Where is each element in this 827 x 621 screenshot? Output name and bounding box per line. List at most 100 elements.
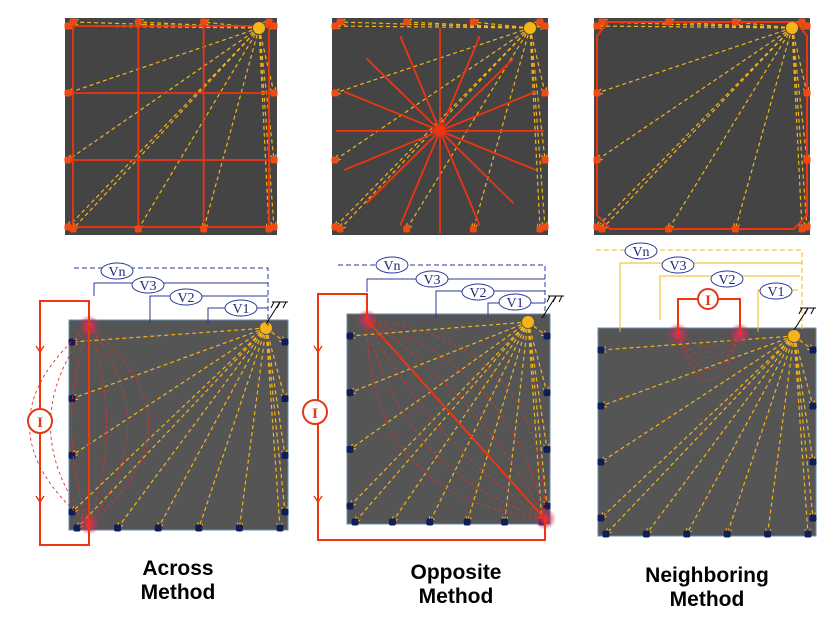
electrode-icon	[731, 18, 739, 26]
electrode-icon	[331, 156, 339, 164]
bottom-panel-neighboring	[597, 323, 817, 538]
measurement-line	[335, 27, 531, 160]
voltage-label-v2: V2	[718, 273, 735, 288]
electrode-icon	[64, 89, 72, 97]
ground-icon	[793, 307, 816, 331]
electrode-icon	[200, 225, 208, 233]
voltage-wire-v2	[659, 275, 800, 320]
electrode-icon	[469, 18, 477, 26]
arrow-down-icon	[313, 345, 323, 354]
measurement-line	[473, 22, 531, 29]
electrode-icon	[64, 223, 72, 231]
voltage-labels-across: Vn V3 V2 V1 I	[27, 262, 258, 434]
measurement-line	[527, 321, 547, 449]
caption-opposite: Opposite Method	[356, 561, 556, 609]
field-line	[29, 325, 90, 525]
electrode-icon	[541, 156, 549, 164]
reference-electrode-icon	[788, 330, 800, 342]
electrode-icon	[346, 332, 354, 340]
measurement-line	[669, 27, 793, 229]
top-panel-neighboring	[593, 18, 811, 235]
top-panel-across	[64, 18, 278, 235]
electrode-icon	[501, 518, 509, 526]
electrode-icon	[803, 89, 811, 97]
measurement-line	[529, 27, 545, 227]
reference-electrode-icon	[253, 22, 265, 34]
measurement-line	[335, 27, 531, 93]
measurement-line	[392, 321, 529, 522]
electrode-icon	[764, 530, 772, 538]
electrode-icon	[114, 524, 122, 532]
electrode-icon	[809, 402, 817, 410]
voltage-wire-v3	[619, 262, 802, 332]
measurement-line	[597, 27, 793, 93]
measurement-line	[601, 335, 795, 462]
voltage-wire-vn	[74, 267, 269, 326]
electrode-icon	[134, 225, 142, 233]
field-line	[677, 333, 741, 381]
electrode-icon	[351, 518, 359, 526]
electrode-icon	[803, 156, 811, 164]
voltage-labels-opposite: Vn V3 V2 V1 I	[302, 256, 532, 425]
arrow-down-icon	[313, 495, 323, 504]
voltage-labels-neighboring: Vn V3 V2 V1 I	[624, 242, 793, 310]
voltage-label-v1: V1	[232, 302, 249, 317]
measurement-line	[68, 27, 260, 227]
caption-line-2: Method	[418, 585, 494, 608]
electrode-icon	[281, 338, 289, 346]
electrode-icon	[597, 346, 605, 354]
measurement-line	[407, 27, 531, 229]
caption-neighboring: Neighboring Method	[607, 564, 807, 612]
reference-electrode-icon	[524, 22, 536, 34]
electrode-icon	[346, 389, 354, 397]
caption-line-2: Method	[140, 581, 216, 604]
electrode-icon	[731, 225, 739, 233]
measurement-line	[350, 321, 529, 506]
measurement-line	[793, 335, 808, 534]
ground-icon	[265, 301, 288, 325]
measurement-line	[258, 27, 274, 160]
electrode-icon	[331, 223, 339, 231]
electrode-icon	[68, 508, 76, 516]
caption-line-1: Opposite	[410, 561, 502, 584]
measurement-line	[687, 335, 795, 534]
electrode-icon	[265, 18, 273, 26]
measurement-line	[68, 26, 260, 28]
measurement-line	[646, 335, 795, 534]
electrode-icon	[804, 530, 812, 538]
voltage-wire-v3	[93, 282, 268, 296]
voltage-label-v3: V3	[139, 279, 156, 294]
measurement-line	[350, 321, 529, 393]
voltage-label-v1: V1	[767, 285, 784, 300]
measurement-line	[138, 22, 260, 29]
measurement-line	[601, 335, 795, 350]
field-line	[366, 319, 546, 520]
electrode-icon	[336, 18, 344, 26]
electrode-icon	[543, 389, 551, 397]
measurement-line	[68, 27, 260, 160]
measurement-line	[529, 27, 540, 229]
field-line	[366, 319, 546, 520]
measurement-line	[793, 335, 813, 406]
electrode-icon	[665, 225, 673, 233]
measurement-line	[72, 327, 267, 455]
field-line	[88, 325, 128, 525]
voltage-wire-vn	[596, 249, 803, 332]
reference-electrode-icon	[522, 316, 534, 328]
electrode-icon	[426, 518, 434, 526]
electrode-icon	[723, 530, 731, 538]
current-label: I	[312, 406, 318, 422]
caption-line-2: Method	[669, 588, 745, 611]
field-line	[677, 333, 741, 347]
measurement-line	[335, 27, 531, 227]
measurement-line	[601, 335, 795, 518]
measurement-line	[791, 27, 802, 229]
electrode-icon	[69, 18, 77, 26]
voltage-wire-v2	[435, 290, 545, 318]
electrode-icon	[200, 18, 208, 26]
current-loop-wire	[718, 298, 741, 332]
measurement-line	[597, 27, 793, 227]
voltage-label-vn: Vn	[108, 265, 125, 280]
measurement-line	[239, 327, 267, 528]
